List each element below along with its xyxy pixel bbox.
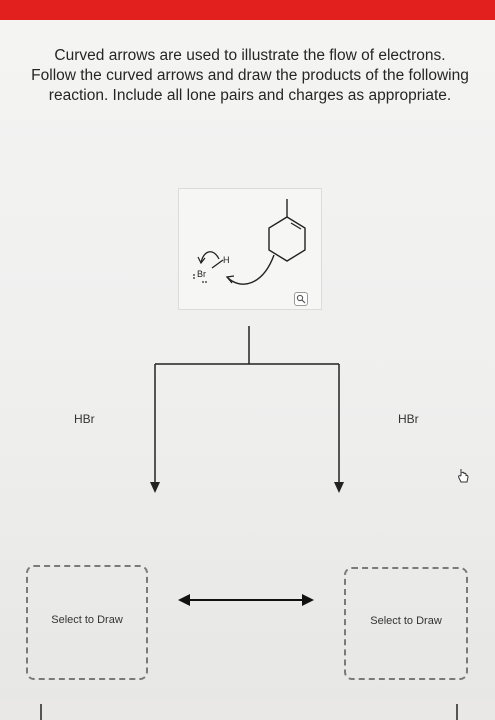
right-product-drawing-area[interactable]: Select to Draw <box>344 567 468 680</box>
top-accent-bar <box>0 0 495 20</box>
hand-pointer-icon <box>458 469 469 483</box>
question-prompt: Curved arrows are used to illustrate the… <box>31 47 469 104</box>
starting-material-image: H Br <box>178 188 322 310</box>
right-select-to-draw-label: Select to Draw <box>370 615 442 627</box>
left-select-to-draw-label: Select to Draw <box>51 614 123 626</box>
hydrogen-atom-label: H <box>223 255 230 265</box>
right-reagent-label: HBr <box>398 412 419 426</box>
left-product-drawing-area[interactable]: Select to Draw <box>26 565 148 680</box>
question-page: Curved arrows are used to illustrate the… <box>0 20 495 720</box>
reaction-scheme-arrows <box>150 326 344 606</box>
left-edge-mark <box>40 704 42 720</box>
bromide-atom-label: Br <box>197 269 206 279</box>
double-headed-arrow-icon <box>178 594 314 606</box>
magnifier-icon <box>296 294 306 304</box>
methylcyclohexene-structure: H Br <box>193 199 306 285</box>
zoom-button[interactable] <box>294 292 308 306</box>
left-reagent-label: HBr <box>74 412 95 426</box>
right-edge-mark <box>456 704 458 720</box>
